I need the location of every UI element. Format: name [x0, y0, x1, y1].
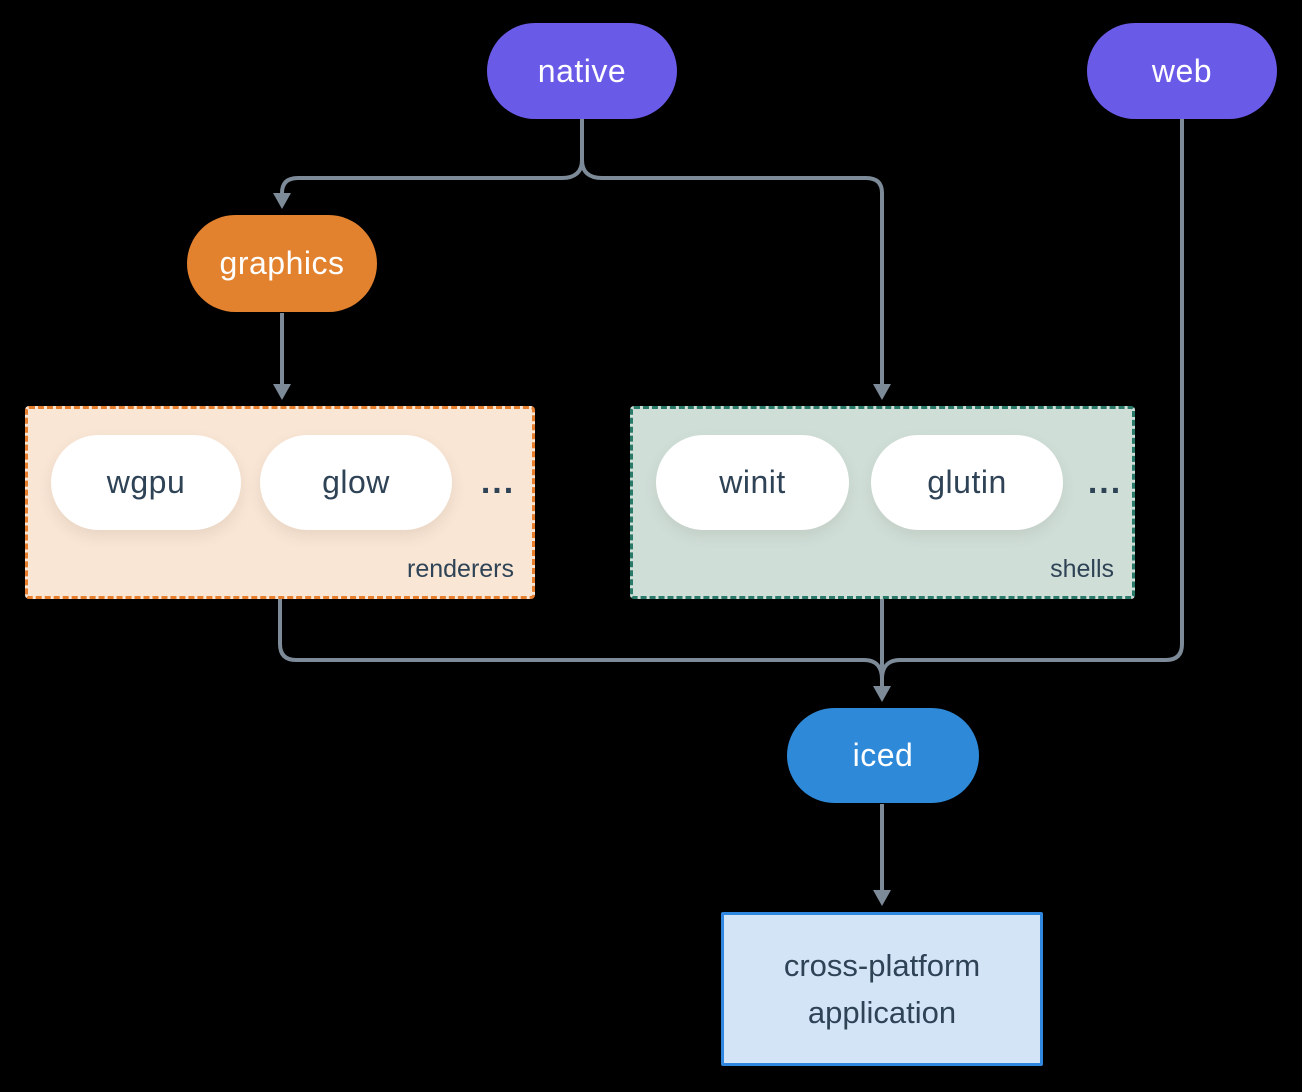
- node-native-label: native: [537, 52, 627, 89]
- group-renderers: wgpu glow ... renderers: [25, 406, 535, 599]
- node-winit: winit: [656, 435, 849, 530]
- node-application: cross-platform application: [721, 912, 1043, 1066]
- node-iced-label: iced: [852, 737, 914, 773]
- node-graphics: graphics: [187, 215, 377, 312]
- group-shells: winit glutin ... shells: [630, 406, 1135, 599]
- node-glutin-label: glutin: [927, 464, 1007, 500]
- node-native: native: [487, 23, 677, 119]
- arrowhead-shells: [873, 384, 891, 400]
- node-iced: iced: [787, 708, 979, 803]
- node-application-label-line1: cross-platform: [783, 948, 981, 983]
- arrowhead-graphics: [273, 193, 291, 209]
- edge-native-to-shells: [580, 159, 884, 384]
- node-glow: glow: [260, 435, 452, 530]
- node-web: web: [1087, 23, 1277, 119]
- group-shells-label: shells: [1050, 555, 1114, 583]
- node-winit-label: winit: [719, 464, 786, 500]
- edge-native-to-graphics: [280, 159, 584, 196]
- node-glow-label: glow: [322, 464, 390, 500]
- node-graphics-label: graphics: [219, 245, 345, 281]
- group-renderers-label: renderers: [407, 555, 514, 583]
- arrowhead-renderers: [273, 384, 291, 400]
- node-glutin: glutin: [871, 435, 1063, 530]
- arrowhead-application: [873, 890, 891, 906]
- node-web-label: web: [1151, 52, 1213, 89]
- node-wgpu-label: wgpu: [106, 464, 186, 500]
- node-application-label-line2: application: [807, 995, 957, 1030]
- node-wgpu: wgpu: [51, 435, 241, 530]
- edge-renderers-to-junction: [278, 599, 884, 680]
- arrowhead-iced: [873, 686, 891, 702]
- renderers-ellipsis: ...: [480, 463, 516, 501]
- shells-ellipsis: ...: [1087, 463, 1123, 501]
